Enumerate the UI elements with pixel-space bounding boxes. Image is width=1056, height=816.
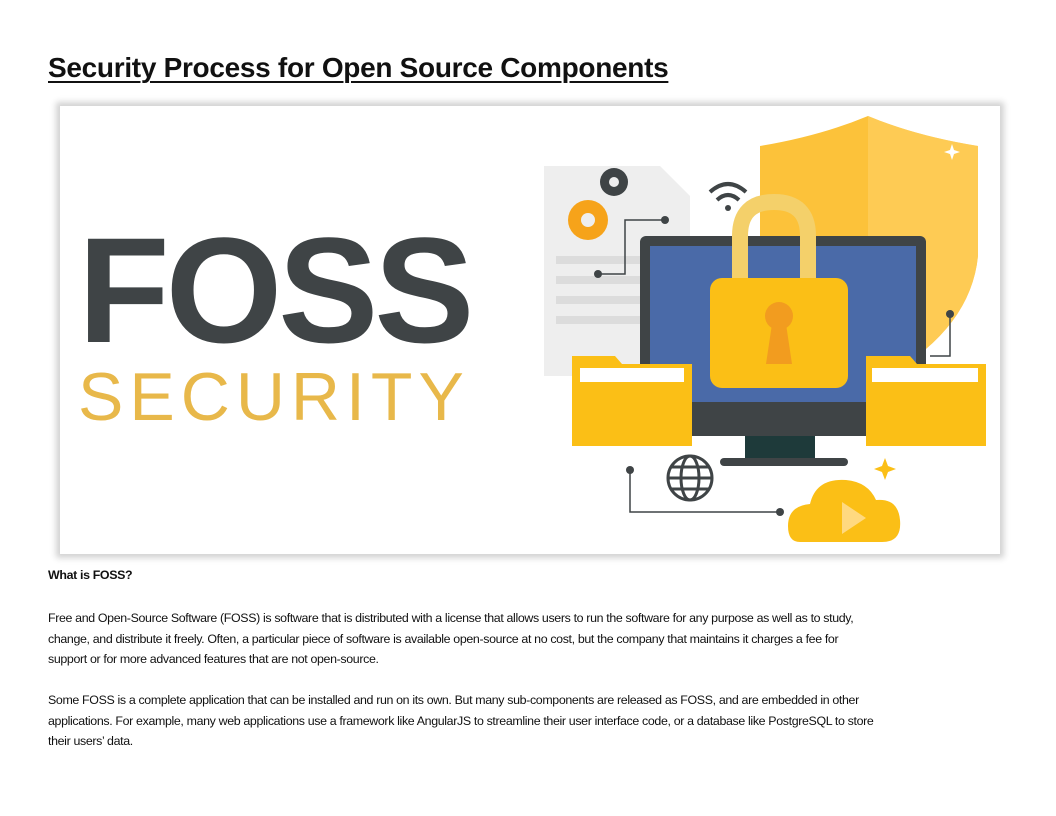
page-title: Security Process for Open Source Compone… [48, 52, 669, 83]
paragraph-line: Some FOSS is a complete application that… [48, 693, 859, 707]
sparkle-icon [944, 144, 960, 160]
logo-security-text: SECURITY [78, 359, 470, 435]
logo-foss-text: FOSS [78, 206, 470, 374]
paragraph-line: change, and distribute it freely. Often,… [48, 631, 839, 646]
paragraph-what-is-foss: Free and Open-Source Software (FOSS) is … [48, 608, 854, 670]
wifi-icon [708, 182, 748, 202]
paragraph-line: Free and Open-Source Software (FOSS) is … [48, 611, 854, 625]
paragraph-line: support or for more advanced features th… [48, 652, 379, 666]
section-heading: What is FOSS? [48, 568, 133, 582]
foss-security-illustration: FOSS SECURITY [78, 116, 986, 542]
paragraph-line: applications. For example, many web appl… [48, 713, 874, 728]
foss-security-banner-image: FOSS SECURITY [60, 106, 1000, 554]
paragraph-line: their users’ data. [48, 734, 133, 748]
globe-icon [666, 454, 714, 502]
paragraph-foss-components: Some FOSS is a complete application that… [48, 690, 874, 752]
sparkle-icon [874, 458, 896, 480]
